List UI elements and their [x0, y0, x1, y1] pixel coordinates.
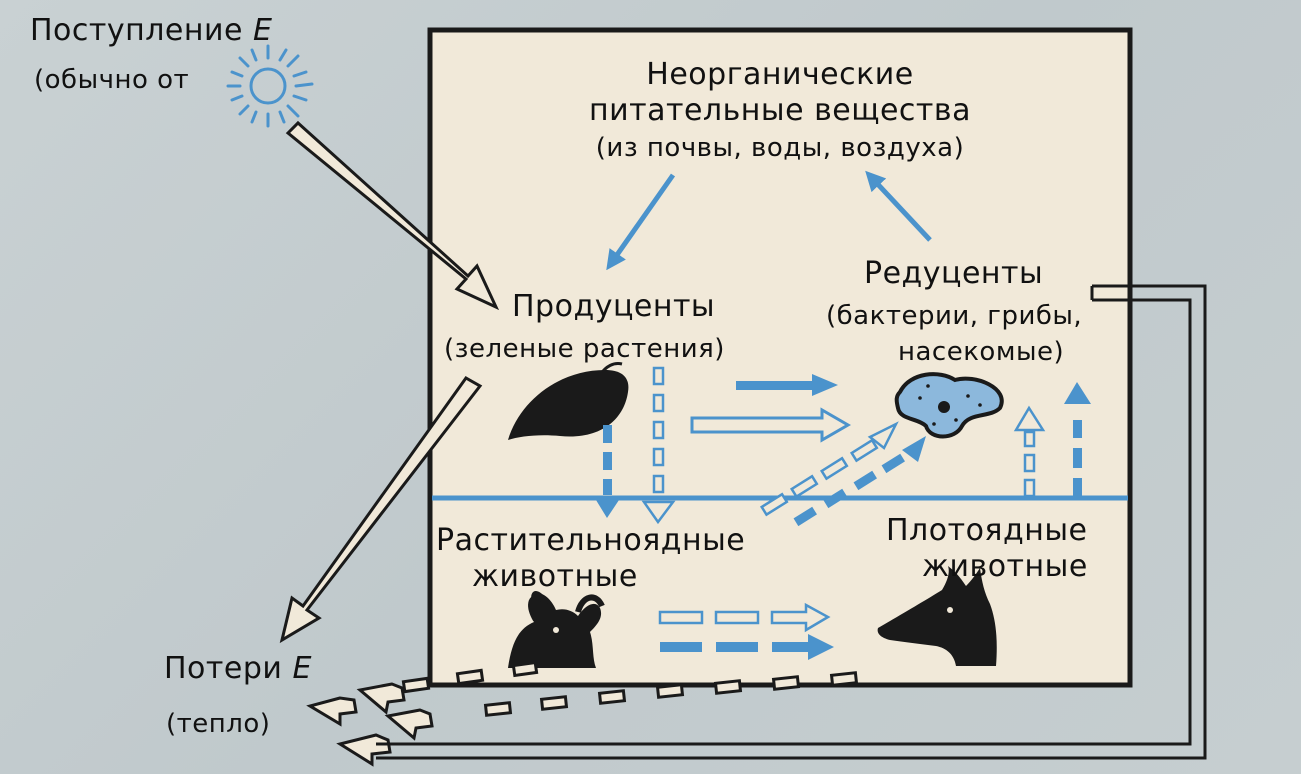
decomposers-to-nutrients-arrow — [865, 170, 932, 242]
inorganic-line1: Неорганические — [646, 57, 914, 92]
energy-input-arrow — [285, 120, 500, 311]
ecosystem-box — [427, 27, 1133, 688]
inorganic-line3: (из почвы, воды, воздуха) — [595, 133, 965, 163]
energy-loss-note: (тепло) — [166, 709, 271, 739]
wolf-icon — [877, 566, 997, 666]
producers-note: (зеленые растения) — [444, 334, 725, 364]
herbivores-to-decomposers-hollow-dashes — [759, 421, 899, 517]
producers-to-herbivores-hollow-dashes — [641, 366, 676, 525]
energy-input-title: Поступление — [30, 13, 243, 48]
nutrients-to-producers-arrow — [606, 173, 676, 271]
energy-loss-dashes — [401, 660, 859, 717]
energy-input-label: Поступление E — [30, 14, 272, 48]
decomposers-title: Редуценты — [864, 256, 1044, 291]
carnivores-to-decomposers-solid-dashes — [1064, 382, 1091, 498]
herbivores-line2: животные — [472, 559, 638, 594]
goat-icon — [508, 591, 605, 668]
carnivores-line1: Плотоядные — [886, 513, 1088, 548]
energy-loss-arrow — [279, 376, 483, 644]
carnivores-to-decomposers-hollow-dashes — [1013, 405, 1046, 498]
decomposers-note1: (бактерии, грибы, — [826, 301, 1083, 331]
herbivores-to-carnivores-hollow-dashes — [658, 602, 831, 633]
producers-to-herbivores-solid-dashes — [596, 425, 619, 518]
herbivores-to-decomposers-solid-dashes — [793, 436, 926, 527]
leaf-icon — [508, 362, 629, 440]
inorganic-line2: питательные вещества — [589, 93, 971, 128]
carnivores-line2: животные — [922, 549, 1088, 584]
energy-input-symbol: E — [253, 13, 273, 48]
microbe-icon — [894, 372, 1004, 439]
producers-to-decomposers-solid-arrow — [736, 374, 838, 396]
herbivores-to-carnivores-solid-dashes — [660, 634, 834, 660]
sun-icon — [226, 44, 314, 128]
decomposers-heat-pipe — [376, 284, 1207, 760]
energy-loss-arrowheads — [306, 682, 434, 767]
energy-loss-label: Потери E — [164, 652, 312, 686]
producers-to-decomposers-hollow-arrow — [690, 407, 852, 443]
producers-title: Продуценты — [512, 289, 716, 324]
decomposers-note2: насекомые) — [898, 337, 1065, 367]
herbivores-line1: Растительноядные — [436, 523, 746, 558]
energy-loss-title: Потери — [164, 651, 283, 686]
energy-input-note: (обычно от — [34, 65, 190, 95]
energy-loss-symbol: E — [292, 651, 312, 686]
